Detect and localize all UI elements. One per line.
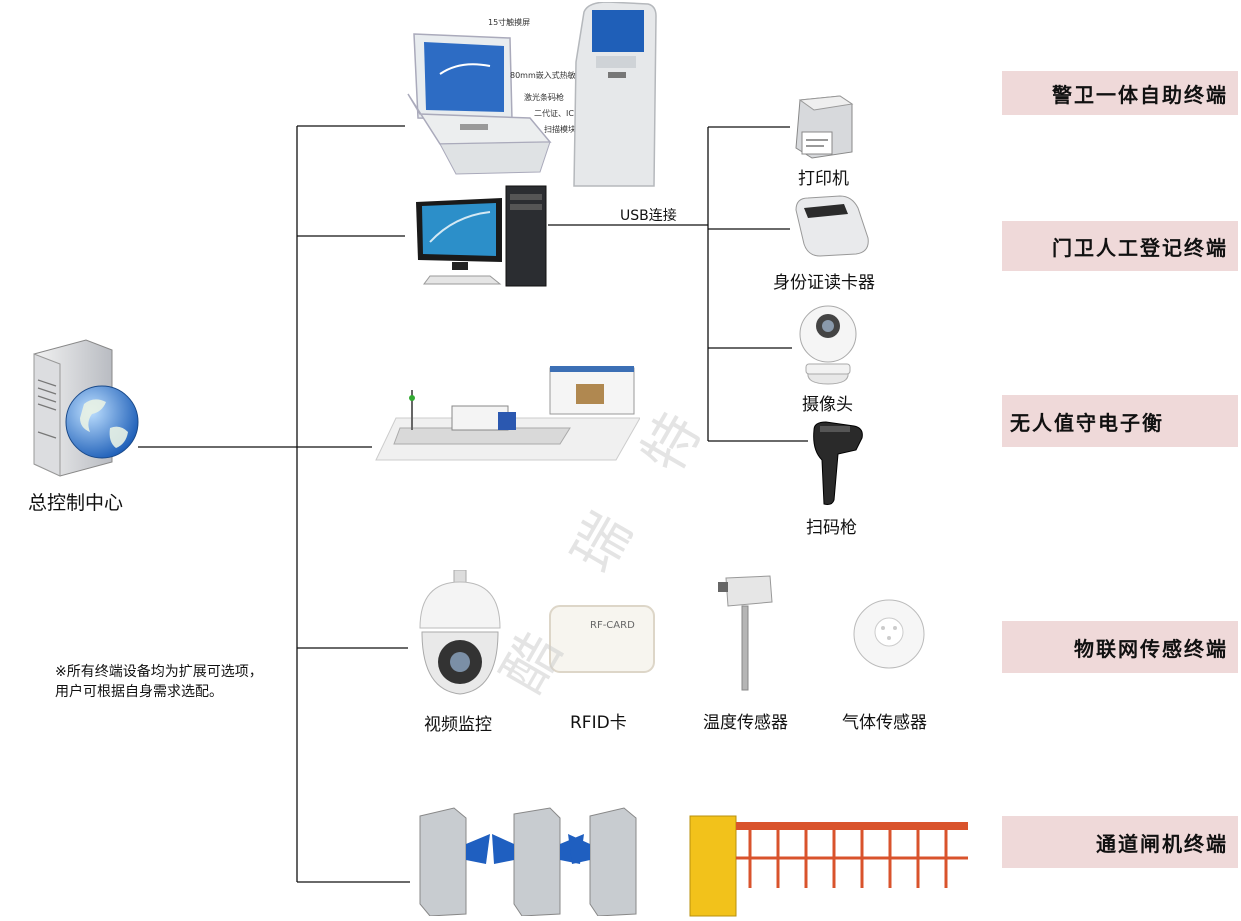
rfid-card-device[interactable]: RF-CARD — [548, 604, 656, 674]
barrier-gate[interactable] — [688, 808, 970, 918]
camera-device[interactable] — [796, 302, 860, 386]
dome-camera-device[interactable] — [414, 570, 506, 698]
usb-label: USB连接 — [620, 208, 677, 224]
terminal-iot-sensor[interactable]: 物联网传感终端 — [1002, 621, 1238, 673]
temp-sensor-icon — [718, 575, 773, 691]
server-icon — [33, 339, 139, 477]
callout-id2: 二代证、IC — [534, 109, 574, 118]
scanner-device[interactable] — [808, 420, 866, 506]
terminal-unmanned-scale[interactable]: 无人值守电子衡 — [1002, 395, 1238, 447]
callout-laser: 激光条码枪 — [524, 93, 564, 102]
callout-scan: 扫描模块 — [544, 125, 576, 134]
camera-icon — [799, 305, 857, 385]
gas-sensor-device[interactable] — [852, 598, 926, 670]
barcode-scanner-icon — [813, 421, 863, 505]
dome-camera-icon — [419, 570, 501, 695]
temp-sensor-device[interactable] — [712, 572, 778, 694]
center-label: 总控制中心 — [28, 492, 124, 514]
id-reader-device[interactable] — [792, 194, 870, 258]
kiosk-standing-icon — [573, 2, 657, 187]
printer-device[interactable] — [790, 94, 862, 162]
terminal-channel-gate[interactable]: 通道闸机终端 — [1002, 816, 1238, 868]
callout-thermal: 80mm嵌入式热敏 — [510, 71, 576, 80]
kiosk-desktop-icon — [407, 33, 552, 175]
pc-icon — [416, 185, 547, 287]
weighbridge-scene[interactable] — [340, 360, 640, 466]
control-center[interactable] — [28, 336, 143, 481]
printer-icon — [795, 95, 854, 159]
rfid-card-icon — [549, 605, 655, 673]
printer-label: 打印机 — [798, 169, 849, 189]
rfid-label: RFID卡 — [570, 713, 627, 733]
callout-screen: 15寸触摸屏 — [488, 18, 531, 27]
turnstile-icon — [419, 807, 637, 916]
scanner-label: 扫码枪 — [806, 518, 857, 538]
gas-label: 气体传感器 — [842, 713, 927, 733]
id-reader-icon — [795, 195, 869, 257]
terminal-gate-manual[interactable]: 门卫人工登记终端 — [1002, 221, 1238, 271]
id-reader-label: 身份证读卡器 — [773, 273, 875, 293]
turnstile-gates[interactable] — [414, 804, 640, 916]
camera-label: 摄像头 — [802, 395, 853, 415]
note-text: ※所有终端设备均为扩展可选项，用户可根据自身需求选配。 — [55, 664, 263, 700]
terminal-guard-selfservice[interactable]: 警卫一体自助终端 — [1002, 71, 1238, 115]
video-label: 视频监控 — [424, 715, 492, 735]
rfid-card-text: RF-CARD — [590, 620, 635, 631]
kiosk-desktop[interactable] — [400, 14, 560, 179]
temp-label: 温度传感器 — [703, 713, 788, 733]
barrier-icon — [689, 815, 968, 917]
gas-sensor-icon — [853, 599, 925, 669]
weighbridge-icon — [375, 366, 640, 461]
kiosk-standing[interactable] — [568, 2, 663, 190]
desktop-pc[interactable] — [410, 182, 550, 290]
